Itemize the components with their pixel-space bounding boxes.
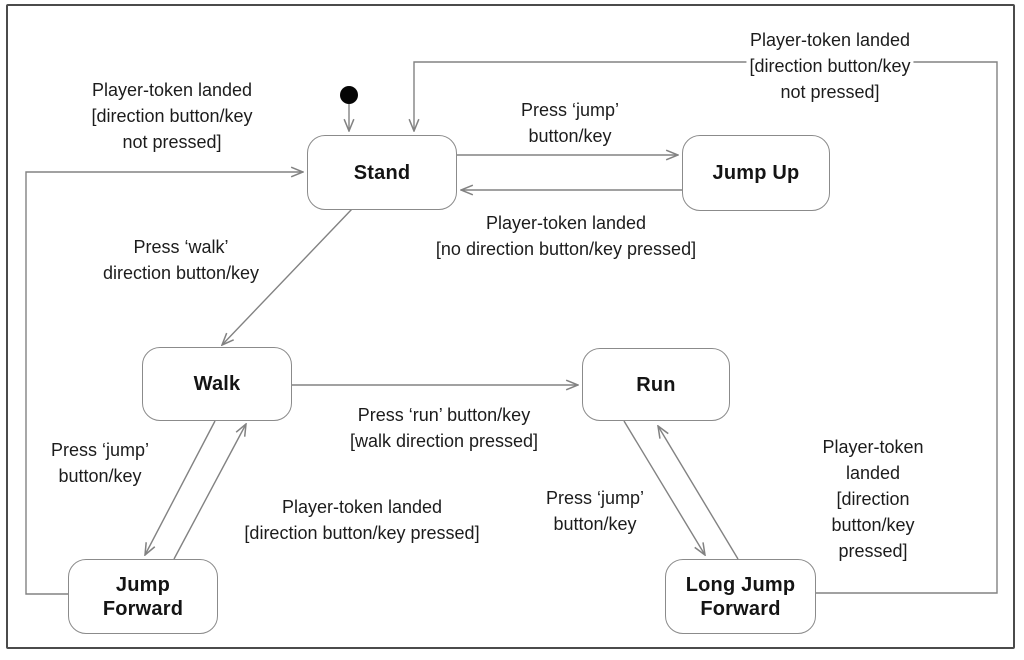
label-jump-forward-to-walk: Player-token landed [direction button/ke…: [244, 497, 480, 543]
transition-walk-to-jump-forward: [145, 420, 216, 555]
label-walk-to-run: Press ‘run’ button/key [walk direction p…: [349, 405, 539, 451]
label-stand-to-jump-up: Press ‘jump’ button/key: [520, 100, 620, 146]
label-jump-forward-to-stand: Player-token landed [direction button/ke…: [91, 80, 253, 152]
state-stand: Stand: [307, 135, 457, 210]
initial-state-dot: [340, 86, 358, 104]
label-run-to-long-jump-forward: Press ‘jump’ button/key: [545, 488, 645, 534]
label-long-jump-forward-to-run: Player-token landed [direction button/ke…: [822, 437, 924, 561]
transition-stand-to-walk: [222, 208, 353, 345]
state-run: Run: [582, 348, 730, 421]
transition-long-jump-forward-to-stand: [414, 61, 998, 594]
label-long-jump-forward-to-stand: Player-token landed [direction button/ke…: [746, 27, 914, 105]
state-jump-up: Jump Up: [682, 135, 830, 211]
label-stand-to-walk: Press ‘walk’ direction button/key: [102, 237, 260, 283]
state-long-jump-forward: Long Jump Forward: [665, 559, 816, 634]
label-jump-up-to-stand: Player-token landed [no direction button…: [435, 213, 697, 259]
state-jump-forward: Jump Forward: [68, 559, 218, 634]
transition-run-to-long-jump-forward: [623, 420, 705, 555]
label-walk-to-jump-forward: Press ‘jump’ button/key: [50, 440, 150, 486]
state-walk: Walk: [142, 347, 292, 421]
transition-long-jump-forward-to-run: [658, 426, 739, 560]
transition-jump-forward-to-stand: [25, 172, 303, 595]
transition-jump-forward-to-walk: [173, 424, 246, 560]
diagram-frame: [6, 4, 1015, 649]
